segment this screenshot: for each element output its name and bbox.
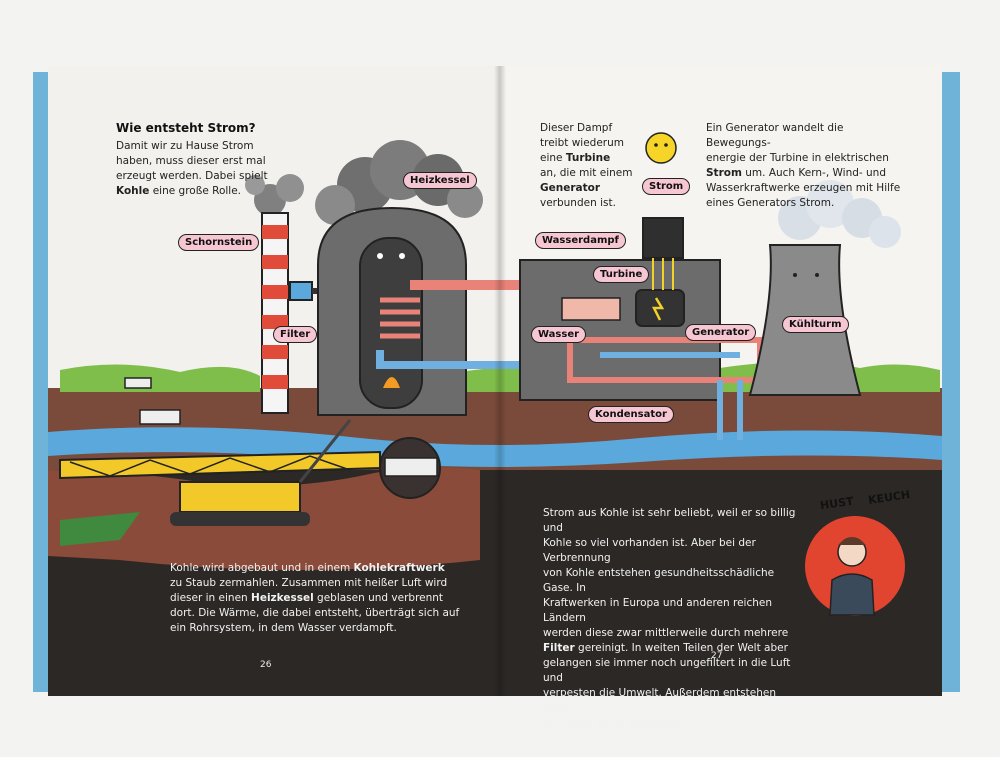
label-generator: Generator (685, 324, 757, 341)
label-schornstein: Schornstein (178, 234, 260, 251)
transformer (642, 217, 684, 259)
bottom-right-text: Strom aus Kohle ist sehr beliebt, weil e… (543, 506, 798, 731)
sun-lightning-icon (645, 132, 677, 164)
page-number-right: 27 (711, 651, 723, 661)
chimney (261, 212, 289, 414)
steam-line: Dieser Dampf (540, 122, 613, 134)
book-gutter (494, 66, 506, 696)
bucket-wheel-excavator (59, 419, 441, 526)
bottom-right-line: verpesten die Umwelt. Außerdem entstehen… (543, 687, 776, 714)
label-turbine: Turbine (593, 266, 650, 283)
bottom-right-line: von Kohle entstehen gesundheitsschädlich… (543, 567, 775, 594)
bottom-right-line: Kraftwerken in Europa und anderen reiche… (543, 597, 773, 624)
label-wasserdampf: Wasserdampf (535, 232, 626, 249)
fire (383, 377, 400, 388)
label-heizkessel: Heizkessel (403, 172, 477, 189)
book-cover-right (940, 72, 960, 692)
book-cover-left (33, 72, 49, 692)
grass-left (60, 364, 260, 392)
bottom-left-line: zu Staub zermahlen. Zusammen mit heißer … (170, 577, 448, 589)
page-number-left: 26 (260, 660, 272, 670)
label-wasser: Wasser (531, 326, 587, 343)
bottom-right-line: werden diese zwar mittlerweile durch meh… (543, 627, 789, 639)
label-kuehlturm: Kühlturm (782, 316, 849, 333)
steam-line: Generator (540, 182, 601, 194)
steam-line: eine Turbine (540, 152, 611, 164)
intro-line: Kohle eine große Rolle. (116, 185, 242, 197)
steam-line: treibt wiederum (540, 137, 624, 149)
label-filter: Filter (273, 326, 318, 343)
label-kondensator: Kondensator (588, 406, 674, 423)
generator-line: Strom um. Auch Kern-, Wind- und (706, 167, 886, 179)
generator-line: Wasserkraftwerke erzeugen mit Hilfe (706, 182, 901, 194)
bottom-right-line: Strom aus Kohle ist sehr beliebt, weil e… (543, 507, 796, 534)
steam-line: an, die mit einem (540, 167, 633, 179)
generator-line: Ein Generator wandelt die Bewegungs- (706, 122, 844, 149)
bottom-right-line: die unser Klima verändern. (543, 717, 686, 729)
bottom-right-line: gelangen sie immer noch ungefiltert in d… (543, 657, 791, 684)
intro-line: erzeugt werden. Dabei spielt (116, 170, 268, 182)
steam-text: Dieser Dampf treibt wiederum eine Turbin… (540, 121, 680, 211)
generator-line: eines Generators Strom. (706, 197, 835, 209)
smoke-cloud-boiler (315, 140, 483, 225)
bottom-left-line: dieser in einen Heizkessel geblasen und … (170, 592, 444, 604)
intro-text: Damit wir zu Hause Strom haben, muss die… (116, 139, 306, 199)
sick-person (829, 537, 875, 616)
intro-line: Damit wir zu Hause Strom (116, 140, 254, 152)
smoke-cloud-chimney (245, 174, 304, 216)
pit-water (60, 512, 140, 546)
generator-line: energie der Turbine in elektrischen (706, 152, 889, 164)
filter-box (289, 281, 313, 301)
generator-text: Ein Generator wandelt die Bewegungs- ene… (706, 121, 906, 211)
bottom-left-line: Kohle wird abgebaut und in einem Kohlekr… (170, 562, 445, 574)
ship (124, 377, 181, 425)
steam-line: verbunden ist. (540, 197, 616, 209)
intro-line: haben, muss dieser erst mal (116, 155, 266, 167)
label-strom: Strom (642, 178, 691, 195)
bottom-left-line: dort. Die Wärme, die dabei entsteht, übe… (170, 607, 460, 619)
turbine (561, 297, 621, 321)
steam-cloud-cooling-tower (778, 180, 901, 248)
intro-title: Wie entsteht Strom? (116, 121, 256, 135)
bottom-left-text: Kohle wird abgebaut und in einem Kohlekr… (170, 561, 470, 636)
bottom-left-line: ein Rohrsystem, in dem Wasser verdampft. (170, 622, 397, 634)
bottom-right-line: Kohle so viel vorhanden ist. Aber bei de… (543, 537, 756, 564)
bottom-right-line: Filter gereinigt. In weiten Teilen der W… (543, 642, 788, 654)
